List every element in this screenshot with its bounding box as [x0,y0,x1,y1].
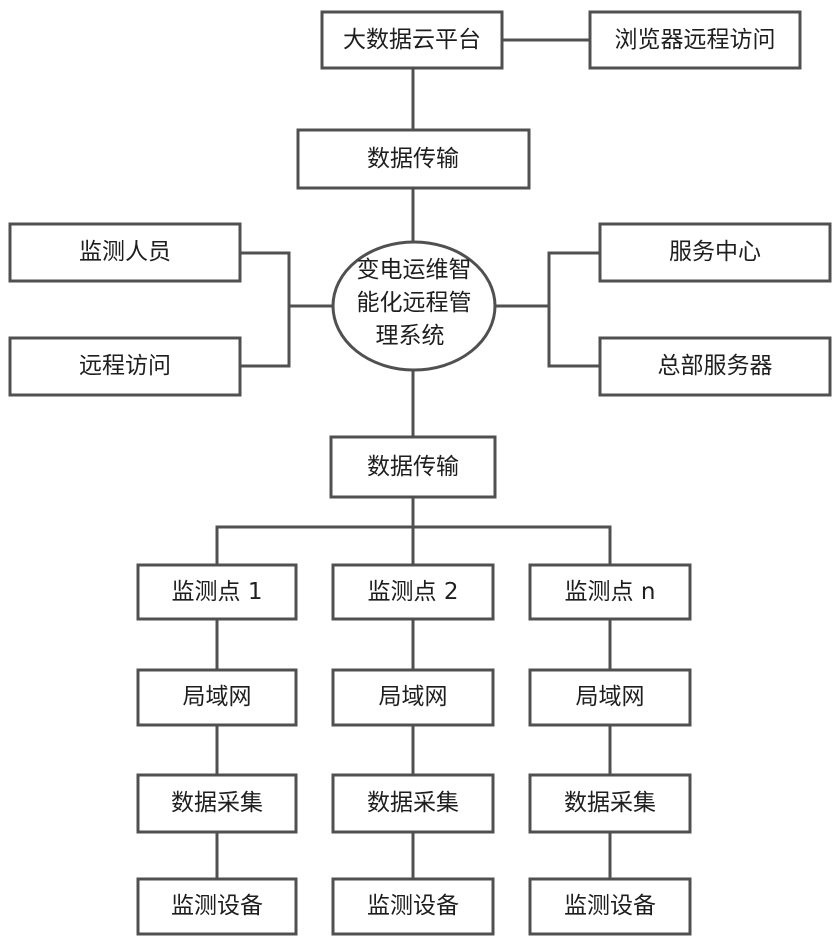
node-remote-access-label: 远程访问 [79,353,171,379]
monitor-device-label: 监测设备 [171,893,263,919]
center-line-3: 理系统 [376,323,445,349]
column-2: 监测点 2 局域网 数据采集 监测设备 [331,563,495,936]
node-monitor-staff-label: 监测人员 [79,239,171,265]
node-center-system: 变电运维智 能化远程管 理系统 [331,240,497,372]
node-transfer-bottom-label: 数据传输 [367,454,459,480]
node-transfer-top: 数据传输 [296,128,531,190]
monitor-device-label: 监测设备 [367,893,459,919]
node-remote-access: 远程访问 [8,336,242,397]
center-line-1: 变电运维智 [357,257,472,283]
lan-label: 局域网 [379,684,448,710]
node-monitor-staff: 监测人员 [8,222,242,283]
data-collection-label: 数据采集 [564,790,656,816]
node-cloud-label: 大数据云平台 [343,27,481,53]
monitor-point-label: 监测点 n [565,579,656,605]
monitor-device-label: 监测设备 [564,893,656,919]
node-service-center-label: 服务中心 [669,239,761,265]
node-cloud: 大数据云平台 [320,10,504,70]
node-browser-label: 浏览器远程访问 [615,27,776,53]
center-line-2: 能化远程管 [357,290,472,316]
node-service-center: 服务中心 [598,222,832,283]
column-1: 监测点 1 局域网 数据采集 监测设备 [136,563,298,936]
column-3: 监测点 n 局域网 数据采集 监测设备 [528,563,692,936]
node-hq-server: 总部服务器 [598,336,832,397]
node-browser-access: 浏览器远程访问 [588,10,802,70]
node-transfer-top-label: 数据传输 [367,146,459,172]
node-hq-server-label: 总部服务器 [658,353,773,379]
lan-label: 局域网 [183,684,252,710]
lan-label: 局域网 [576,684,645,710]
data-collection-label: 数据采集 [367,790,459,816]
data-collection-label: 数据采集 [171,790,263,816]
node-transfer-bottom: 数据传输 [329,435,497,499]
monitor-point-label: 监测点 1 [172,579,263,605]
monitor-point-label: 监测点 2 [368,579,459,605]
